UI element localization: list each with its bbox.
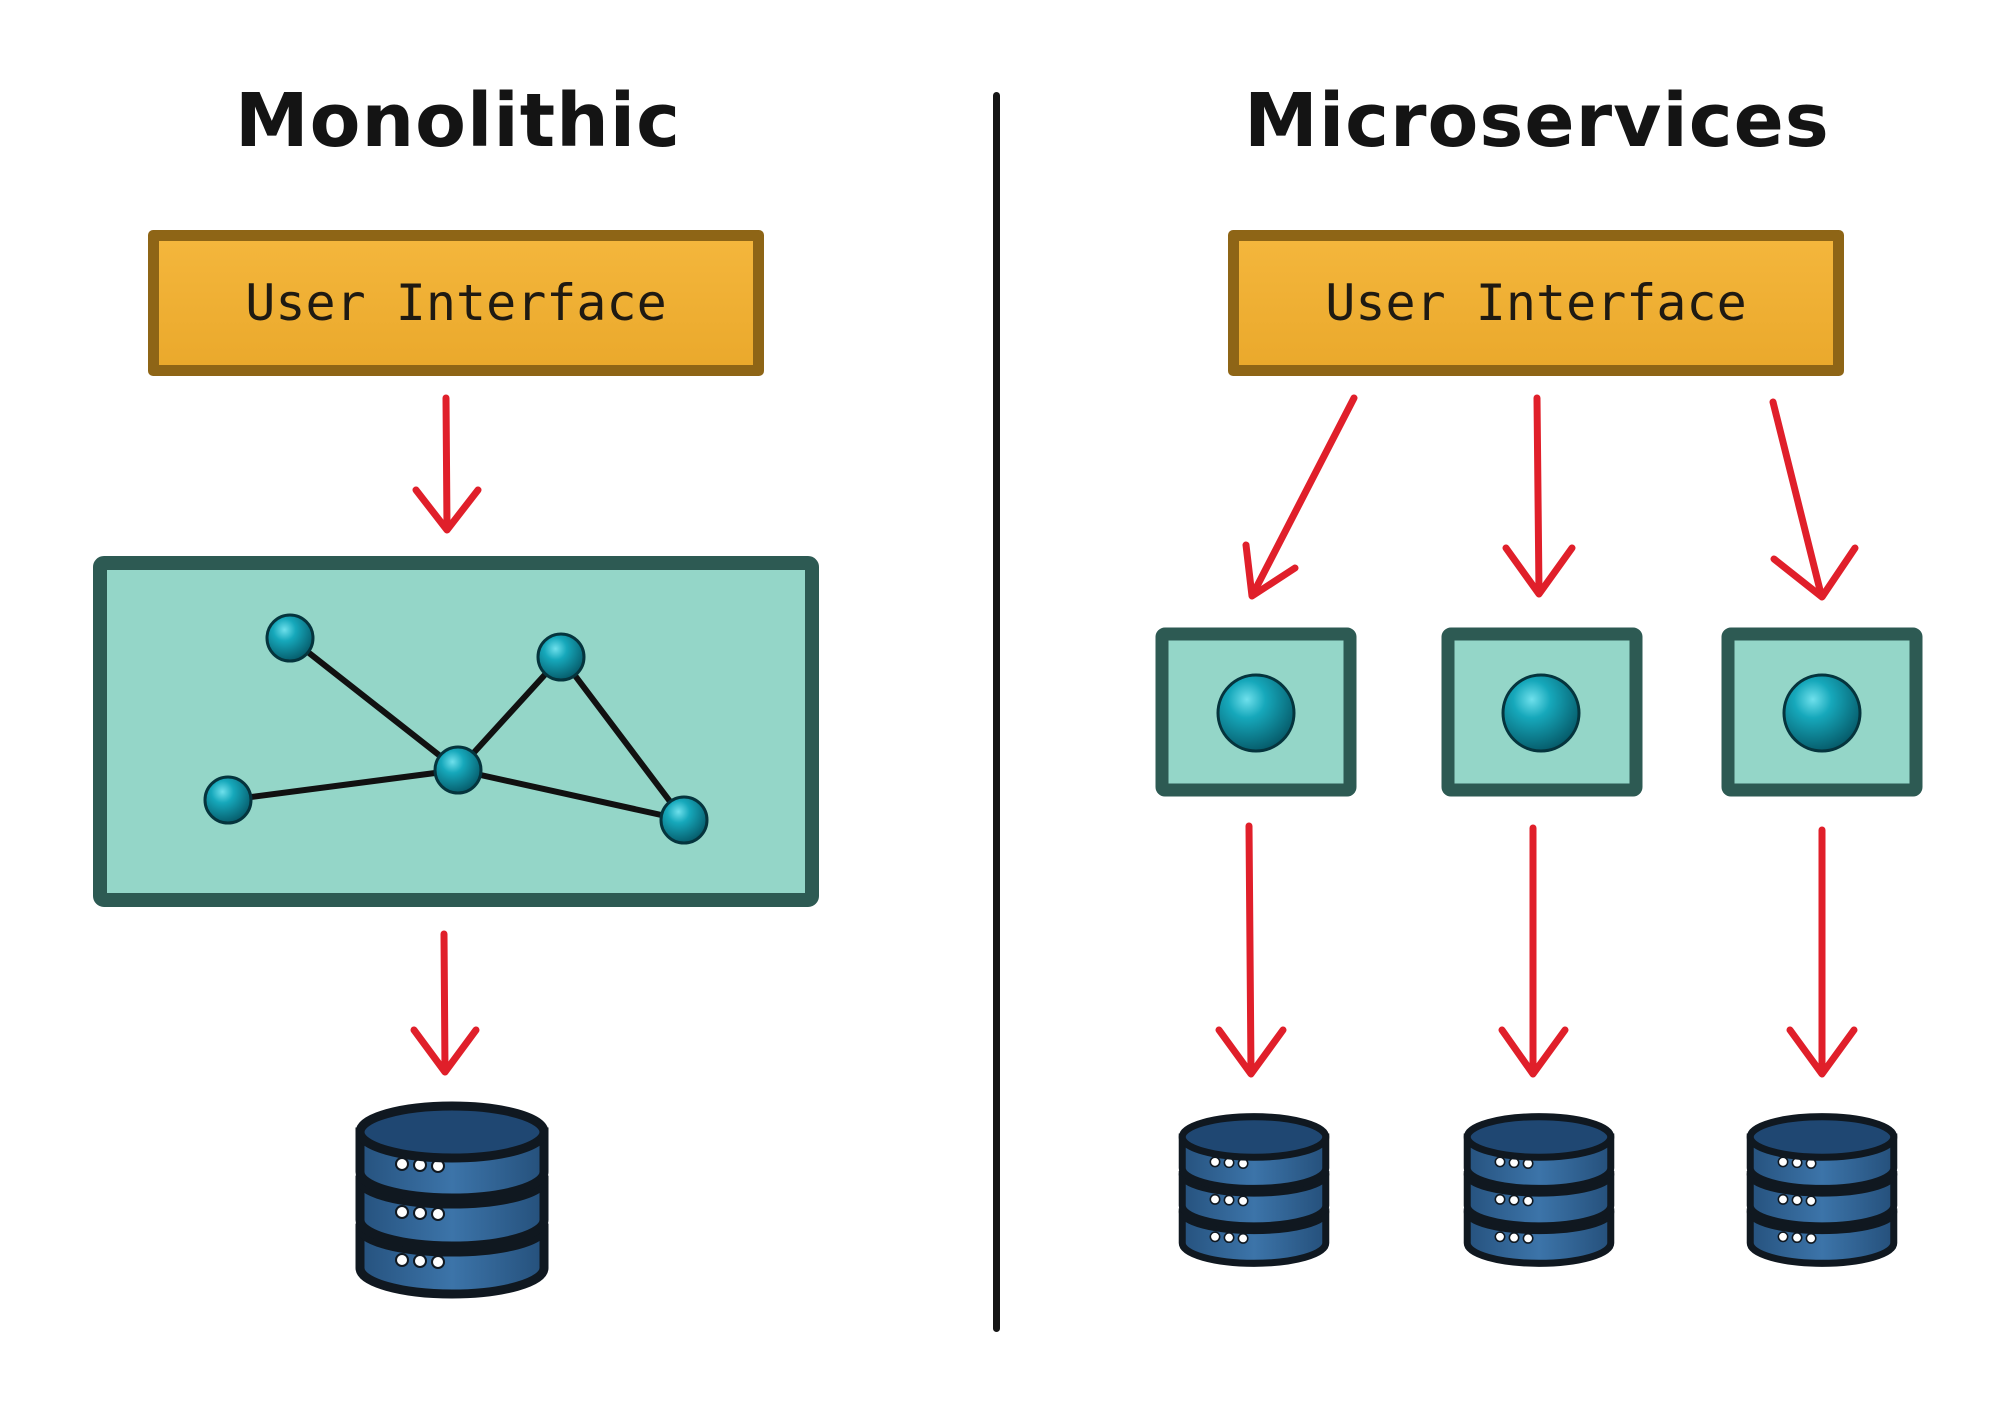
microservices-user-interface-box: User Interface	[1228, 230, 1844, 376]
service-module	[1155, 627, 1357, 797]
monolithic-user-interface-box: User Interface	[148, 230, 764, 376]
divider-line	[993, 92, 1000, 1332]
database-icon	[1182, 1117, 1326, 1264]
database-icon	[1467, 1117, 1611, 1264]
arrow-down-icon	[1215, 822, 1287, 1078]
node-icon	[1501, 673, 1581, 753]
arrow-down-icon	[1786, 826, 1858, 1078]
service-module	[1721, 627, 1923, 797]
arrow-down-icon	[410, 930, 480, 1076]
database-icon	[1750, 1117, 1894, 1264]
database-icon	[360, 1106, 544, 1294]
arrow-down-icon	[1769, 398, 1859, 601]
node-icon	[1782, 673, 1862, 753]
microservices-title: Microservices	[1244, 78, 1830, 164]
monolith-connections	[225, 635, 687, 823]
arrow-down-icon	[1502, 394, 1576, 598]
arrow-down-icon	[1242, 394, 1358, 600]
monolithic-module	[93, 556, 819, 907]
monolithic-title: Monolithic	[234, 78, 682, 164]
node-icon	[1216, 673, 1296, 753]
node-icon	[203, 613, 709, 845]
arrow-down-icon	[1498, 824, 1569, 1078]
arrow-down-icon	[412, 394, 482, 534]
service-module	[1441, 627, 1643, 797]
